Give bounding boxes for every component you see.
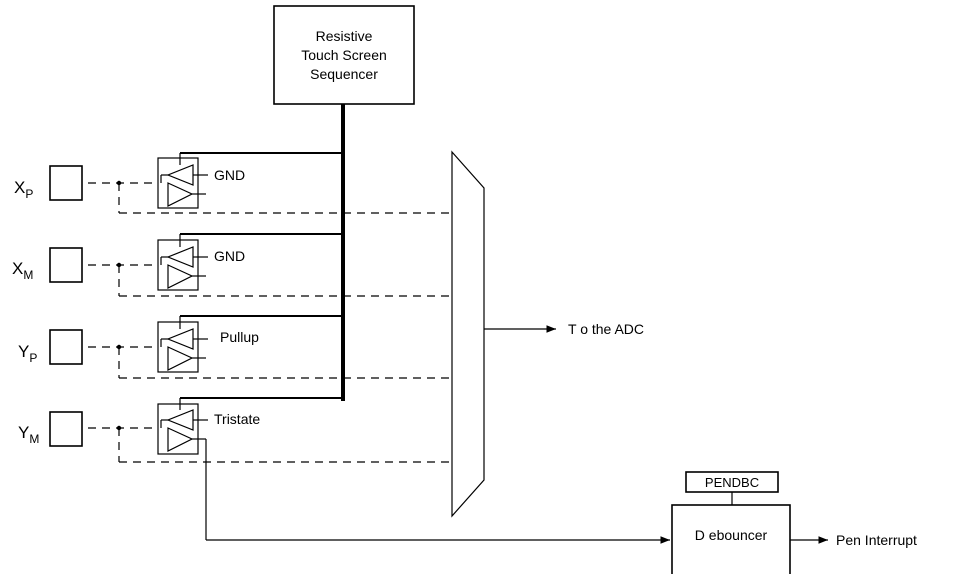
pin-label: YP: [18, 342, 37, 365]
sequencer-label-line3: Sequencer: [310, 66, 378, 82]
pin-row-xm: XM GND: [12, 234, 452, 297]
pin-pad: [49, 411, 83, 447]
driver-box: [157, 321, 199, 373]
driver-box: [157, 239, 199, 291]
pin-pad: [49, 165, 83, 201]
driver-box: [157, 403, 199, 455]
pin-row-xp: XP GND: [14, 153, 452, 214]
driver-label: GND: [214, 248, 245, 264]
pin-row-ym: YM Tristate: [18, 398, 670, 544]
pin-pad: [49, 329, 83, 365]
debouncer-block: PENDBC D ebouncer Pen Interrupt: [671, 471, 917, 574]
driver-label: GND: [214, 167, 245, 183]
control-lines: [180, 152, 343, 399]
debouncer-label: D ebouncer: [695, 527, 768, 543]
pin-label: YM: [18, 423, 39, 446]
driver-label: Pullup: [220, 329, 259, 345]
pin-pad: [49, 247, 83, 283]
pen-interrupt-label: Pen Interrupt: [836, 532, 917, 548]
adc-output-label: T o the ADC: [568, 321, 644, 337]
driver-label: Tristate: [214, 411, 260, 427]
analog-multiplexer: T o the ADC: [451, 150, 644, 518]
debouncer-box: [671, 504, 791, 574]
driver-box: [157, 157, 199, 209]
pin-label: XP: [14, 178, 33, 201]
sequencer-block: Resistive Touch Screen Sequencer: [273, 5, 415, 105]
pendbc-label: PENDBC: [705, 475, 759, 490]
sequencer-label-line2: Touch Screen: [301, 47, 387, 63]
pin-row-yp: YP Pullup: [18, 316, 452, 379]
sequencer-label-line1: Resistive: [316, 28, 373, 44]
pin-label: XM: [12, 259, 33, 282]
